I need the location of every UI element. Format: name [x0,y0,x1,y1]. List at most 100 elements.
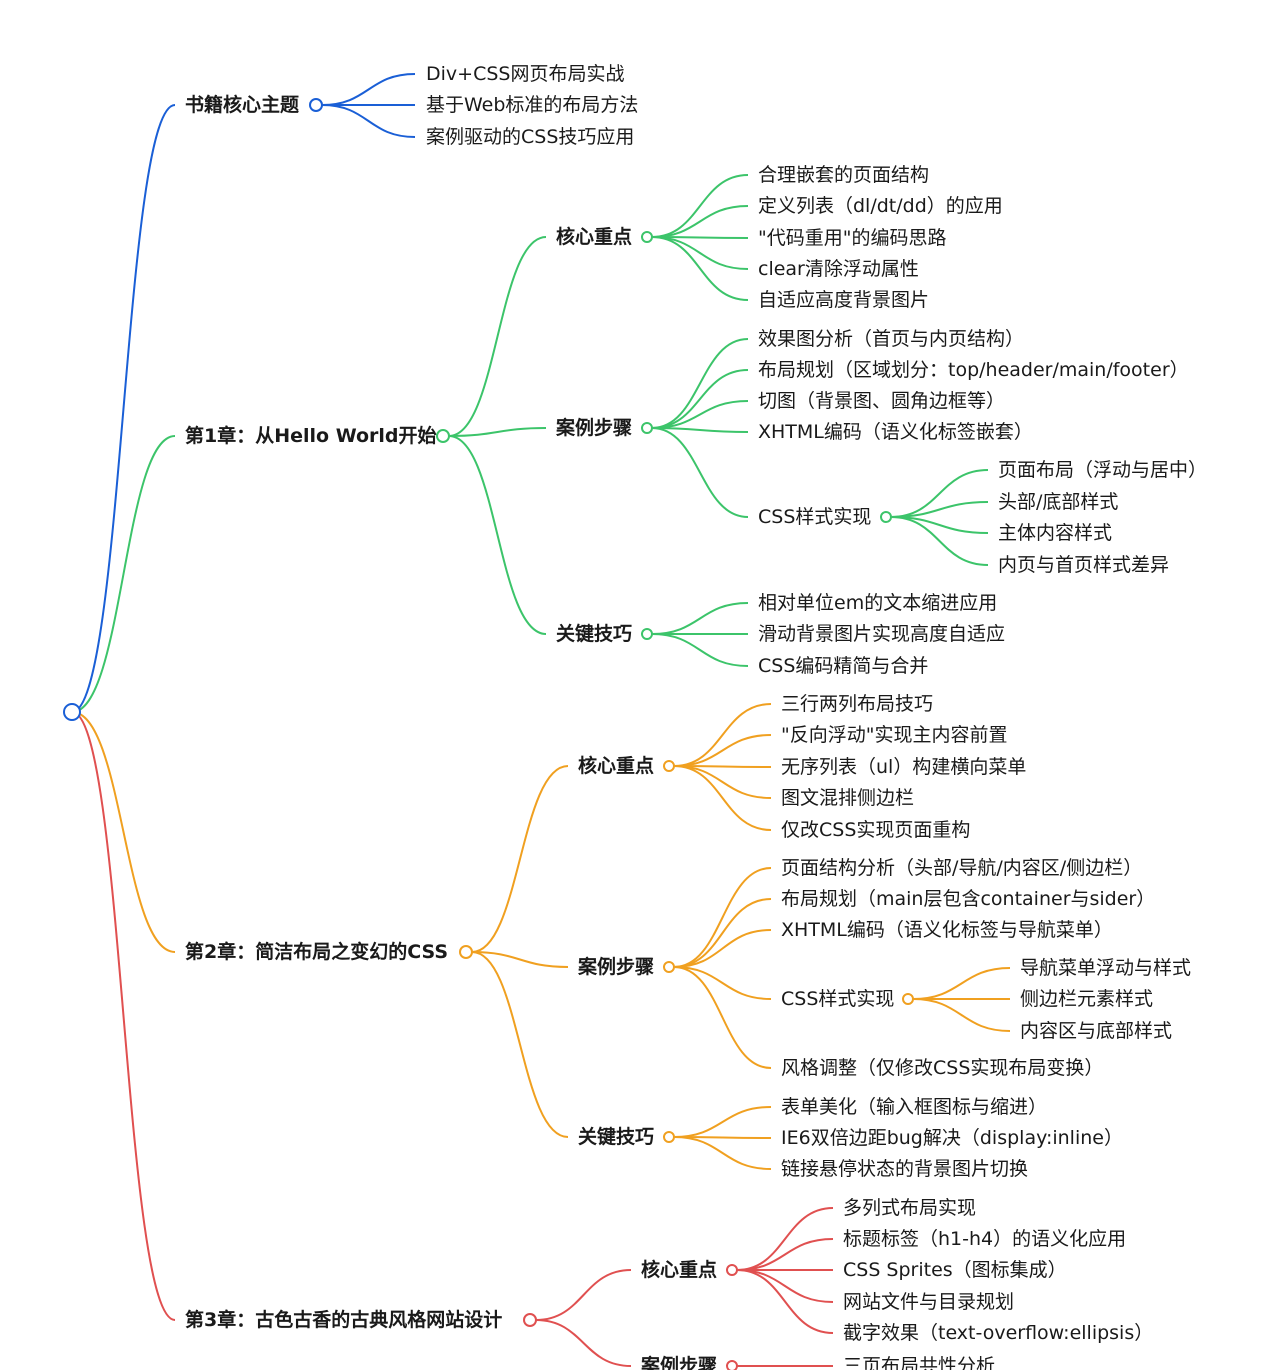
branch-item: "代码重用"的编码思路 [758,227,946,249]
link-section-item [651,338,749,429]
link-chapter-section [471,951,569,1138]
section-title: 核心重点 [556,225,632,248]
link-subsection-item [890,501,989,518]
link-section-item [673,734,772,767]
branch-item: CSS样式实现 [758,506,871,528]
branch-item: clear清除浮动属性 [758,258,919,280]
intro-item: Div+CSS网页布局实战 [426,63,624,85]
intro-node-dot [309,98,323,112]
link-section-item [651,602,749,635]
link-section-item [673,966,772,1000]
section-node-dot [663,961,675,973]
link-subsection-item [912,967,1011,1000]
branch-item: 三页布局共性分析 [843,1355,995,1370]
sub-item: 侧边栏元素样式 [1020,988,1153,1010]
section-title: 案例步骤 [577,955,654,978]
sub-item: 头部/底部样式 [998,491,1118,513]
link-section-item [651,633,749,667]
branch-item: 相对单位em的文本缩进应用 [758,592,997,614]
chapter-title: 第2章：简洁布局之变幻的CSS [185,940,448,963]
branch-item: 风格调整（仅修改CSS实现布局变换） [781,1057,1103,1079]
intro-item: 案例驱动的CSS技巧应用 [426,126,634,148]
section-title: 核心重点 [641,1258,717,1281]
link-section-item [736,1269,834,1334]
branch-item: 效果图分析（首页与内页结构） [758,328,1024,350]
link-section-item [673,1106,772,1138]
branch-item: 切图（背景图、圆角边框等） [758,390,1005,412]
branch-item: CSS Sprites（图标集成） [843,1259,1067,1281]
link-section-item [673,765,772,831]
branch-item: 自适应高度背景图片 [758,289,929,311]
branch-item: IE6双倍边距bug解决（display:inline） [781,1127,1123,1149]
link-chapter-section [448,236,547,437]
link-chapter-section [471,951,569,968]
section-node-dot [641,628,653,640]
section-node-dot [641,231,653,243]
link-chapter-section [535,1269,632,1321]
link-root-chapter [71,711,176,1321]
section-node-dot [663,1131,675,1143]
section-title: 关键技巧 [578,1125,654,1148]
branch-item: CSS编码精简与合并 [758,655,928,677]
chapter-title: 第3章：古色古香的古典风格网站设计 [185,1308,502,1331]
link-section-item [673,929,772,968]
branch-item: XHTML编码（语义化标签与导航菜单） [781,919,1113,941]
link-section-item [651,400,749,429]
root-node-dot [63,703,81,721]
branch-item: CSS样式实现 [781,988,894,1010]
branch-item: 定义列表（dl/dt/dd）的应用 [758,195,1003,217]
branch-item: 页面结构分析（头部/导航/内容区/侧边栏） [781,857,1142,879]
sub-item: 内容区与底部样式 [1020,1020,1172,1042]
link-section-item [673,898,772,968]
section-node-dot [663,760,675,772]
link-section-item [651,236,749,301]
subsection-node-dot [880,511,892,523]
section-title: 案例步骤 [640,1354,717,1370]
link-section-item [651,427,749,433]
sub-item: 主体内容样式 [998,522,1112,544]
sub-item: 导航菜单浮动与样式 [1020,957,1191,979]
link-chapter-section [448,427,547,437]
section-title: 核心重点 [578,754,654,777]
link-section-item [651,174,749,238]
intro-item: 基于Web标准的布局方法 [426,94,638,116]
link-chapter-section [448,435,547,635]
section-title: 案例步骤 [555,416,632,439]
link-intro-item [321,104,416,138]
branch-item: 截字效果（text-overflow:ellipsis） [843,1322,1153,1344]
link-section-item [651,427,749,518]
link-section-item [736,1207,834,1271]
section-title: 关键技巧 [556,622,632,645]
sub-item: 内页与首页样式差异 [998,554,1169,576]
link-intro-item [321,73,416,106]
branch-item: 滑动背景图片实现高度自适应 [758,623,1005,645]
link-section-item [651,236,749,270]
branch-item: 无序列表（ul）构建横向菜单 [781,756,1026,778]
branch-item: 图文混排侧边栏 [781,787,914,809]
subsection-node-dot [902,993,914,1005]
branch-item: 合理嵌套的页面结构 [758,164,929,186]
link-chapter-section [535,1319,632,1367]
branch-item: 链接悬停状态的背景图片切换 [781,1158,1028,1180]
link-root-chapter [71,435,176,713]
branch-item: 三行两列布局技巧 [781,693,933,715]
branch-item: 网站文件与目录规划 [843,1291,1014,1313]
branch-item: 标题标签（h1-h4）的语义化应用 [843,1228,1126,1250]
branch-item: "反向浮动"实现主内容前置 [781,724,1007,746]
link-section-item [673,1136,772,1170]
chapter-node-dot [523,1313,537,1327]
link-section-item [673,966,772,1069]
section-node-dot [641,422,653,434]
section-node-dot [726,1264,738,1276]
link-section-item [673,765,772,799]
link-root-intro [71,104,176,713]
link-section-item [736,1269,834,1303]
chapter-node-dot [436,429,450,443]
link-section-item [673,867,772,968]
link-section-item [651,205,749,238]
branch-item: 布局规划（main层包含container与sider） [781,888,1155,910]
branch-item: 布局规划（区域划分：top/header/main/footer） [758,359,1189,381]
link-section-item [673,703,772,767]
sub-item: 页面布局（浮动与居中） [998,459,1207,481]
